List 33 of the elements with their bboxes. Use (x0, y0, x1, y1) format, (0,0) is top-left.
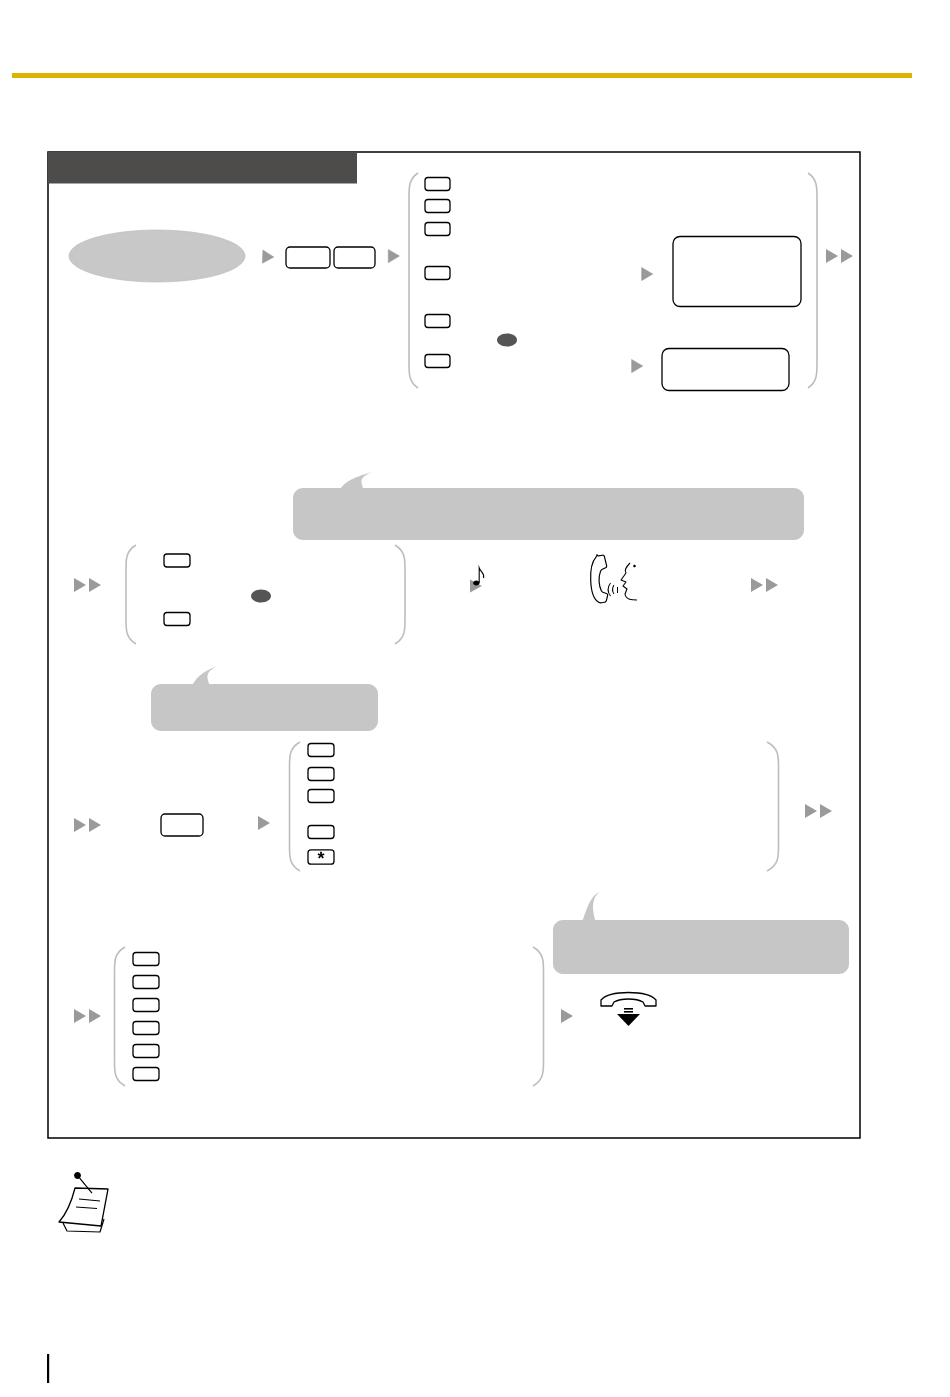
key (132, 997, 160, 1013)
arrow (387, 249, 400, 263)
hang-up-icon (600, 991, 657, 1026)
key (132, 1043, 160, 1059)
display-box (672, 235, 802, 308)
arrow (641, 267, 654, 281)
key (424, 265, 451, 281)
key (424, 221, 451, 237)
speech-bubble (553, 892, 849, 974)
key (132, 1020, 160, 1036)
key (424, 176, 451, 192)
display-box (661, 347, 790, 392)
key (160, 813, 204, 837)
key (424, 198, 451, 214)
key (424, 313, 451, 329)
key (163, 553, 191, 568)
key (307, 766, 335, 782)
key (132, 1066, 160, 1082)
key (132, 951, 160, 967)
key (333, 246, 376, 269)
arrow (631, 359, 644, 373)
key (163, 611, 191, 627)
speech-bubble (293, 472, 804, 540)
oval (68, 229, 246, 283)
key (307, 742, 335, 758)
key (307, 788, 335, 804)
speech-bubble (151, 666, 378, 731)
key: * (307, 849, 335, 865)
key (424, 353, 451, 369)
arrow (262, 249, 275, 264)
key (307, 824, 335, 840)
key (285, 246, 331, 269)
key (132, 974, 160, 990)
